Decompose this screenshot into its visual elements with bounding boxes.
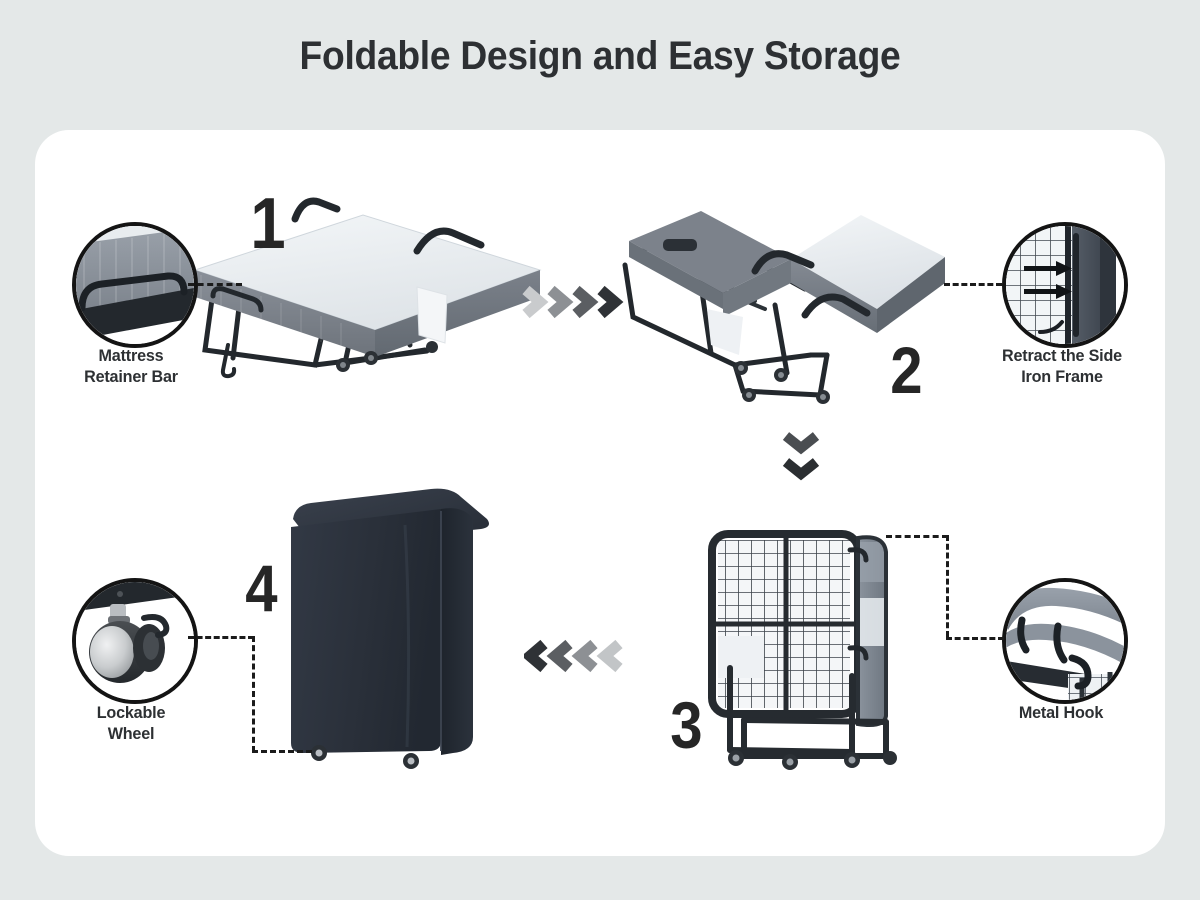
content-card	[35, 130, 1165, 856]
callout-label-line: Retainer Bar	[84, 367, 178, 387]
callout-label-line: Lockable	[96, 703, 166, 722]
callout-retract-side-iron-frame-circle	[1002, 222, 1128, 348]
chevron-down-arrows	[778, 428, 824, 486]
step-3-number: 3	[670, 688, 703, 762]
connector-metal-hook-h1	[886, 535, 948, 538]
lockable-wheel-detail	[76, 582, 194, 700]
connector-lockable-wheel-v	[252, 636, 255, 752]
connector-metal-hook-h2	[946, 637, 1004, 640]
callout-metal-hook-circle	[1002, 578, 1128, 704]
connector-metal-hook-v	[946, 535, 949, 637]
chevron-right-arrows	[520, 282, 624, 322]
callout-label-line: Retract the Side	[1002, 346, 1122, 365]
connector-lockable-wheel-h1	[188, 636, 254, 639]
connector-retract-side-iron-frame	[944, 283, 1002, 286]
callout-label-line: Iron Frame	[1021, 367, 1103, 387]
callout-lockable-wheel-label: Lockable Wheel	[36, 702, 226, 745]
connector-mattress-retainer-bar	[188, 283, 242, 286]
page-title: Foldable Design and Easy Storage	[299, 34, 901, 78]
step-1-number: 1	[250, 184, 286, 264]
callout-lockable-wheel-circle	[72, 578, 198, 704]
callout-metal-hook-label: Metal Hook	[1008, 702, 1114, 723]
metal-hook-detail	[1006, 582, 1124, 700]
callout-retract-side-iron-frame-label: Retract the Side Iron Frame	[973, 345, 1152, 388]
step-2-number: 2	[890, 333, 923, 407]
step-3-illustration	[700, 528, 930, 778]
step-2-illustration	[615, 205, 945, 405]
retract-side-iron-frame-detail	[1006, 226, 1124, 344]
callout-mattress-retainer-bar-label: Mattress Retainer Bar	[36, 345, 226, 388]
connector-lockable-wheel-h2	[252, 750, 312, 753]
callout-label-line: Wheel	[107, 724, 155, 744]
step-1-illustration	[193, 195, 542, 379]
callout-mattress-retainer-bar-circle	[72, 222, 198, 348]
step-4-illustration	[285, 485, 530, 775]
step-4-number: 4	[245, 551, 278, 625]
callout-label-line: Metal Hook	[1018, 703, 1104, 722]
chevron-left-arrows	[524, 636, 628, 676]
mattress-retainer-bar-detail	[76, 226, 194, 344]
callout-label-line: Mattress	[98, 346, 164, 365]
